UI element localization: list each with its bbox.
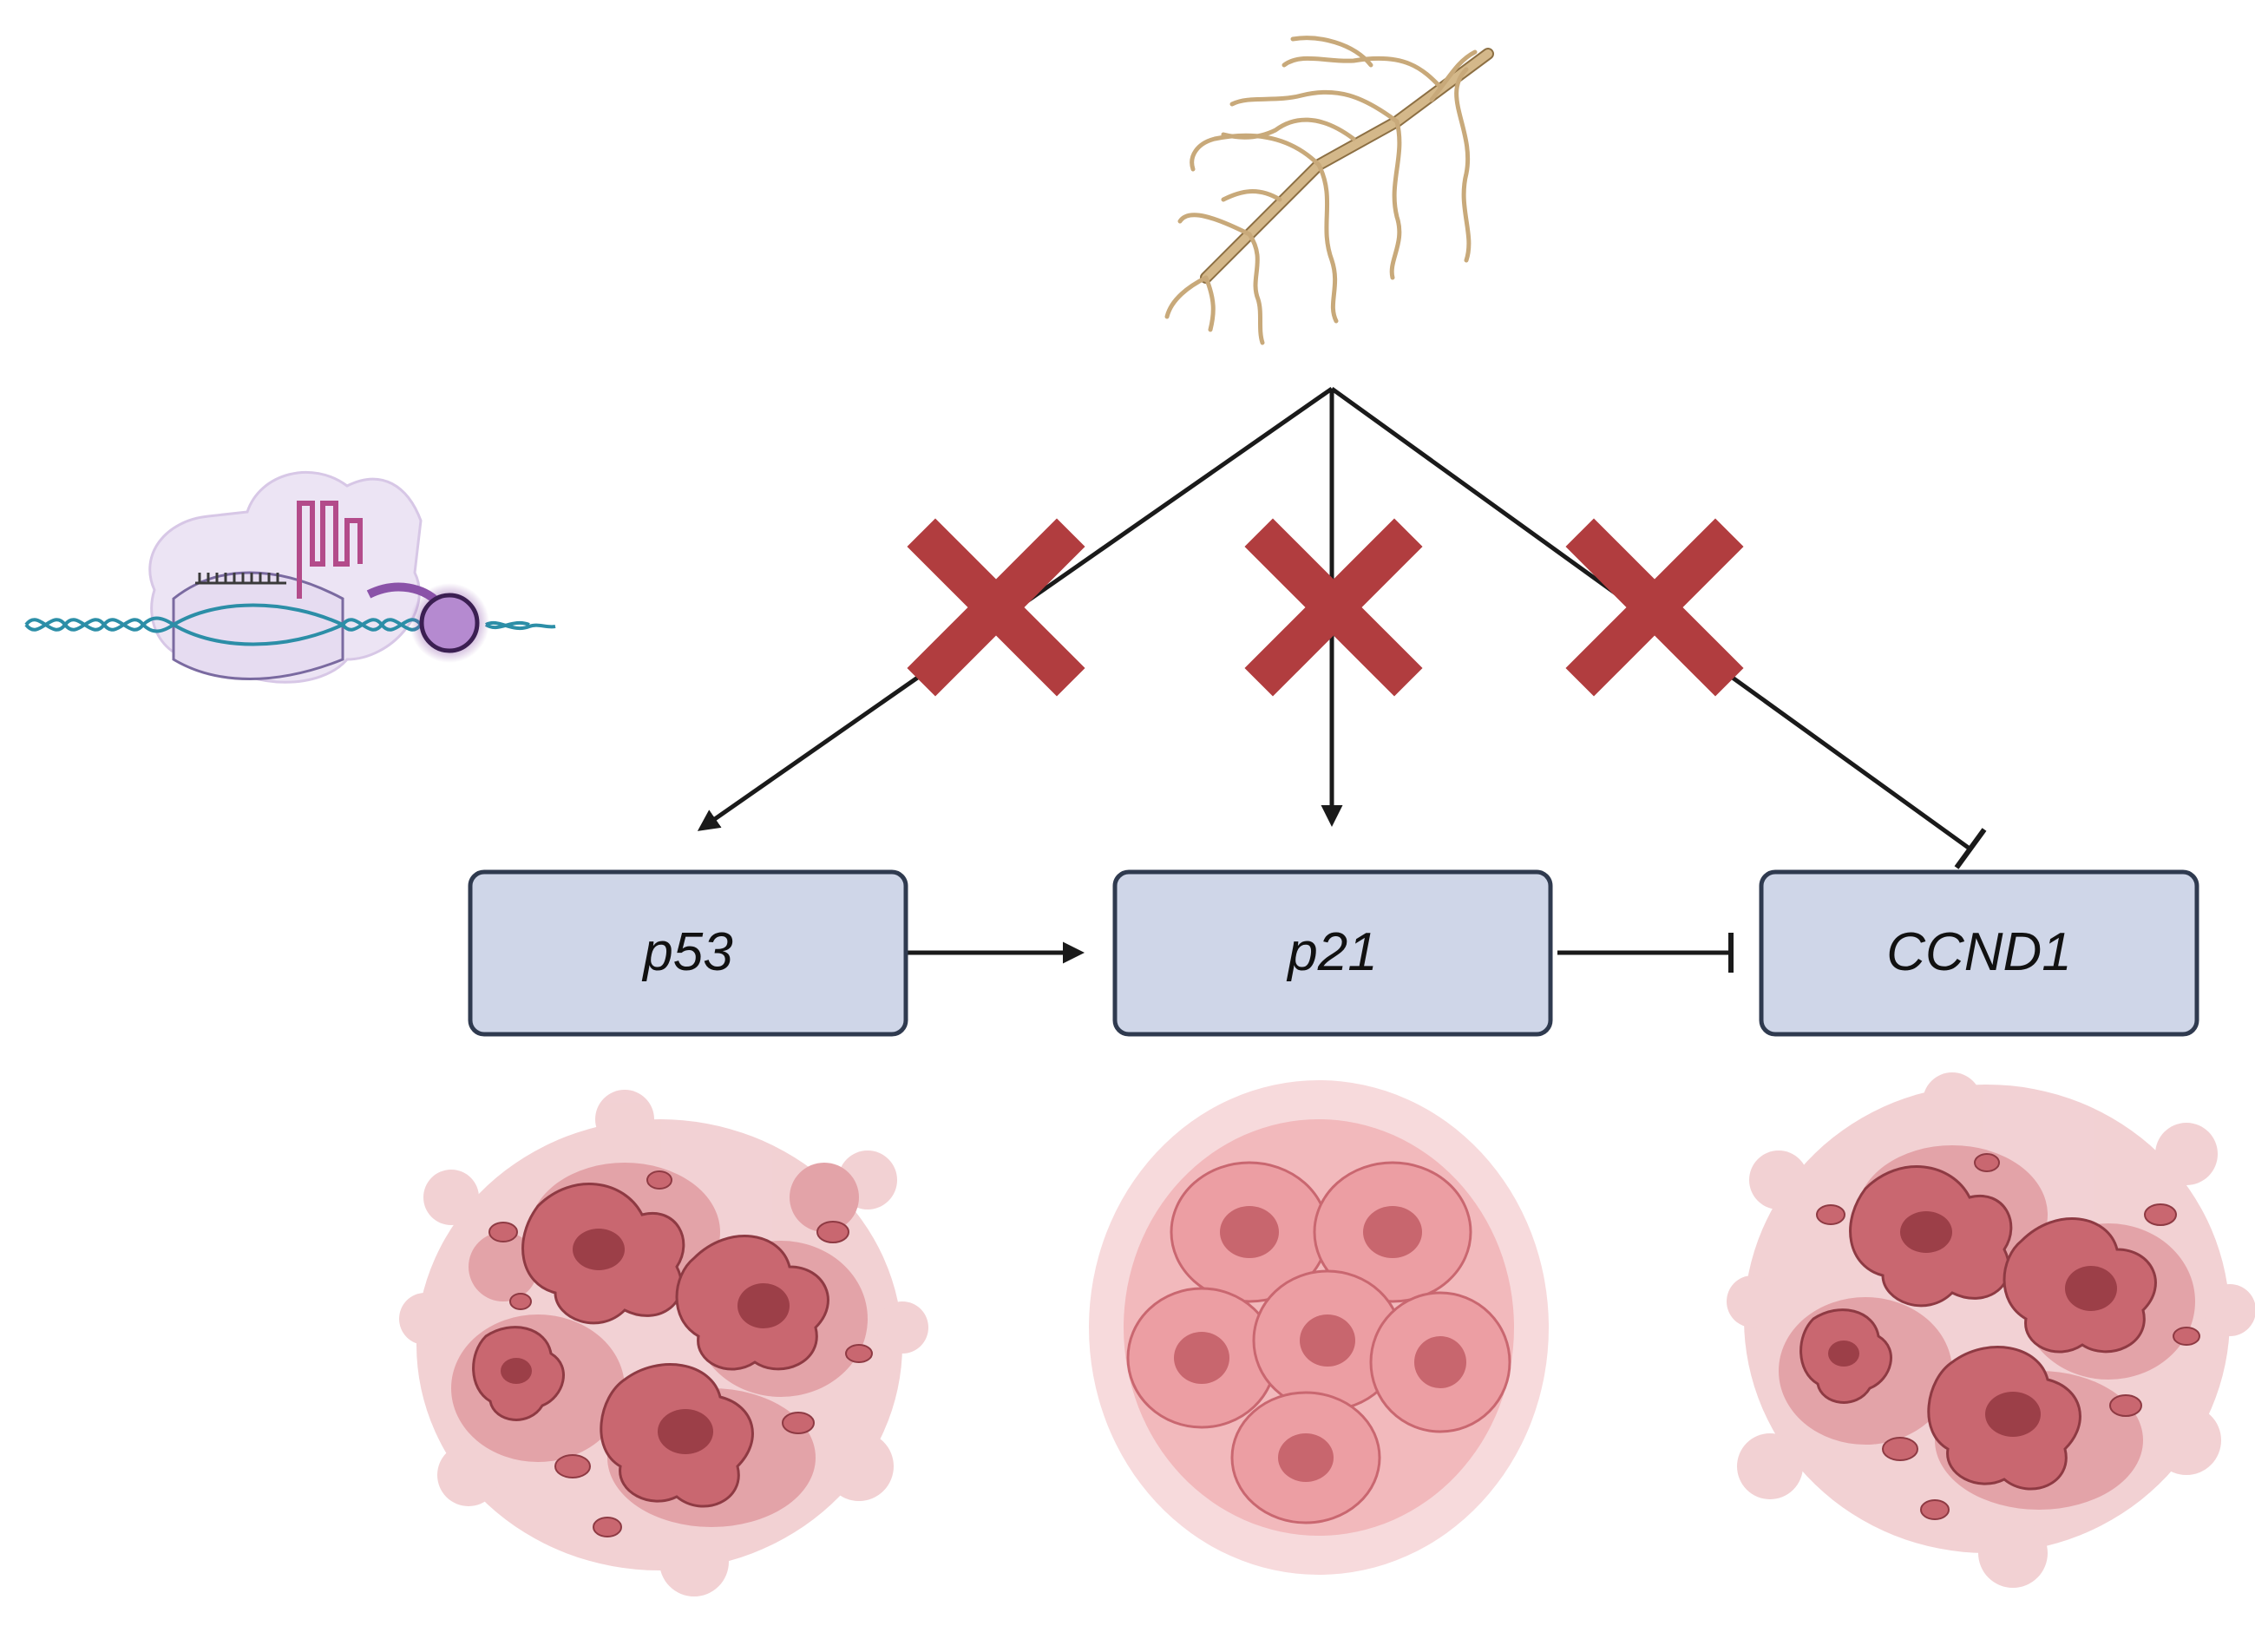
crispr-cas9-editing-icon (24, 471, 556, 684)
gene-box-ccnd1: CCND1 (1759, 869, 2199, 1037)
plant-root-icon (1164, 36, 1494, 345)
tumor-cell-cluster-icon (1089, 1080, 1549, 1575)
gene-box-p53: p53 (468, 869, 908, 1037)
x-mark-icon (1244, 518, 1423, 697)
gene-label-p21: p21 (1286, 922, 1377, 982)
x-mark-icon (1565, 518, 1744, 697)
gene-label-ccnd1: CCND1 (1886, 922, 2072, 982)
tumor-cell-cluster-icon (399, 1090, 928, 1596)
edge-p21-to-ccnd1 (1557, 933, 1734, 973)
tumor-cell-cluster-icon (1727, 1072, 2255, 1588)
gene-box-p21: p21 (1112, 869, 1553, 1037)
gene-label-p53: p53 (641, 922, 732, 982)
x-mark-icon (907, 518, 1085, 697)
